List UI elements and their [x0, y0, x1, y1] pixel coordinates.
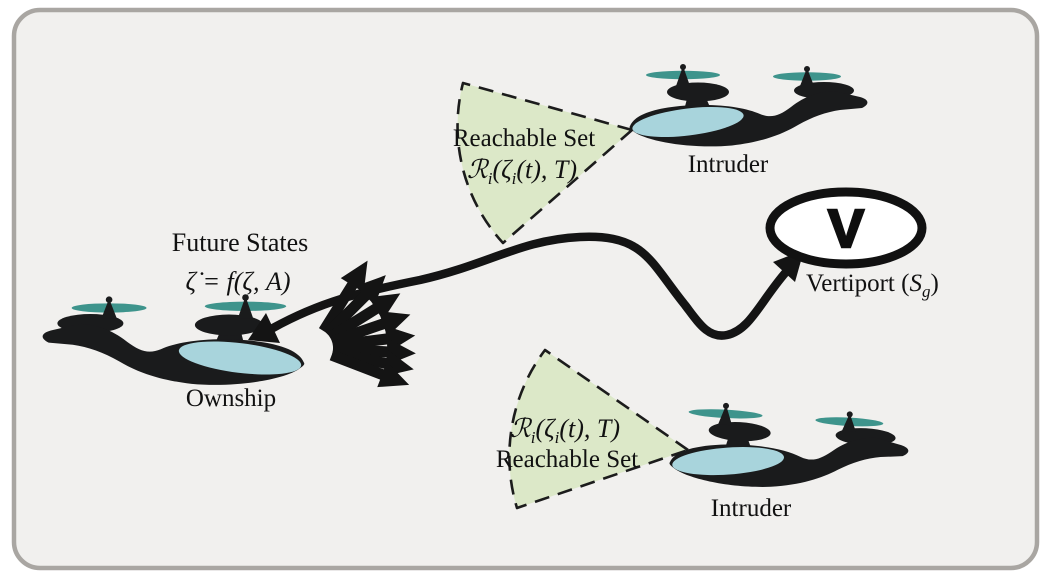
- future-states-equation: ζ̇ = f(ζ, A): [185, 267, 290, 296]
- reachable-set-top-label: Reachable Set: [453, 125, 595, 152]
- equation-lead: ζ̇ = f(ζ,: [185, 267, 265, 296]
- future-states-title: Future States: [172, 228, 309, 257]
- sub-i: i: [531, 428, 536, 447]
- vertiport-label-close: ): [930, 270, 938, 297]
- math-mid: (ζ: [535, 414, 556, 443]
- sub-g: g: [922, 282, 931, 301]
- sub-i: i: [512, 169, 517, 188]
- vertiport-label-lead: Vertiport (: [806, 270, 909, 297]
- trajectory-path: [268, 232, 791, 340]
- sub-i: i: [555, 428, 560, 447]
- math-mid: (ζ: [492, 155, 513, 184]
- equation-close: ): [280, 267, 291, 296]
- trajectory-arrowhead-ownship: [248, 313, 280, 343]
- vertiport-symbol: V: [828, 199, 864, 259]
- script-a: A: [264, 267, 282, 296]
- vertiport-ellipse-icon: [765, 187, 927, 269]
- script-r: ℛ: [467, 155, 490, 184]
- reachable-set-bottom-math: ℛi(ζi(t), T): [510, 414, 620, 447]
- vertiport-marker: V: [765, 187, 927, 269]
- reachable-set-cone-bottom: [508, 348, 690, 510]
- script-s: S: [909, 270, 922, 297]
- script-r: ℛ: [510, 414, 533, 443]
- panel-frame: [11, 7, 1040, 571]
- math-tail: (t), T): [559, 414, 620, 443]
- math-tail: (t), T): [516, 155, 577, 184]
- reachable-set-top-math: ℛi(ζi(t), T): [467, 155, 577, 188]
- reachable-set-bottom-label: Reachable Set: [496, 446, 638, 473]
- ownship-label: Ownship: [186, 385, 276, 412]
- intruder-top-label: Intruder: [688, 151, 769, 178]
- sub-i: i: [488, 169, 493, 188]
- reachable-set-cone-top: [456, 81, 634, 245]
- intruder-bottom-label: Intruder: [711, 495, 792, 522]
- vertiport-label: Vertiport (Sg): [806, 270, 939, 301]
